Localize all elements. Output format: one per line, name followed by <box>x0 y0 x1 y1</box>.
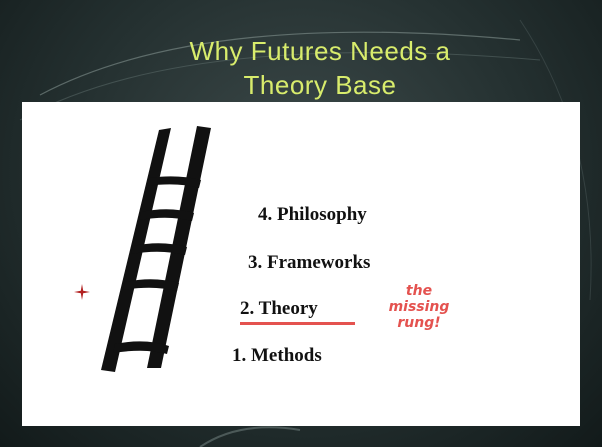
rung-label-philosophy: 4. Philosophy <box>258 204 367 225</box>
slide-title-line1: Why Futures Needs a <box>189 36 451 66</box>
rung-label-theory: 2. Theory <box>240 298 318 319</box>
slide-title: Why Futures Needs a Theory Base <box>120 34 520 102</box>
content-panel: 4. Philosophy 3. Frameworks 2. Theory 1.… <box>22 102 580 426</box>
note-line: rung! <box>397 315 441 331</box>
ladder-icon <box>101 126 211 372</box>
rung-label-methods: 1. Methods <box>232 345 322 366</box>
theory-underline <box>240 322 355 325</box>
slide-title-line2: Theory Base <box>243 70 397 100</box>
note-line: the <box>405 283 433 299</box>
sparkle-icon <box>74 284 90 300</box>
missing-rung-note: the missing rung! <box>374 283 464 331</box>
note-line: missing <box>388 299 450 315</box>
rung-label-frameworks: 3. Frameworks <box>248 252 371 273</box>
